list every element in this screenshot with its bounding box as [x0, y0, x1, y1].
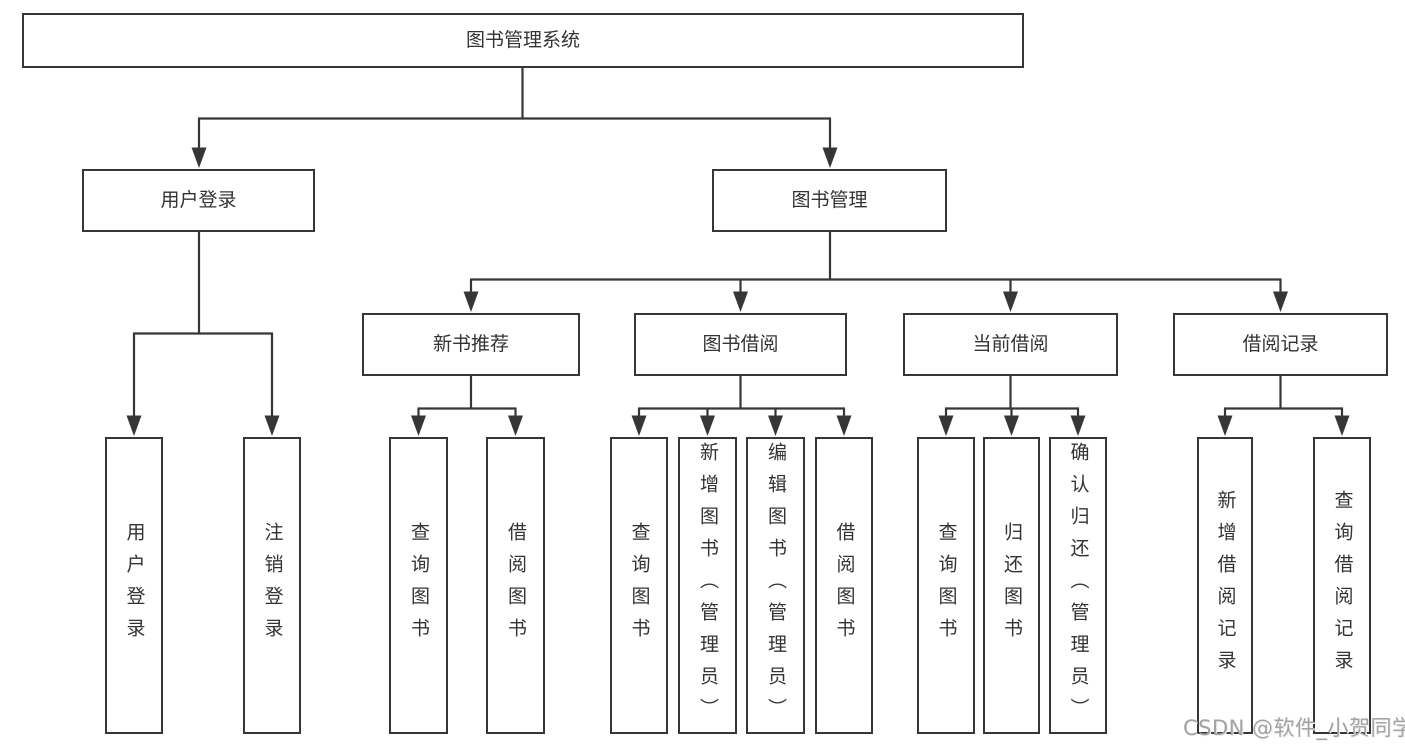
- leaf-add-books-admin: 新增图书（管理员）: [678, 437, 737, 734]
- leaf-logout: 注销登录: [243, 437, 301, 734]
- node-label: 编辑图书（管理员）: [764, 441, 787, 730]
- leaf-borrow-books: 借阅图书: [815, 437, 873, 734]
- node-borrowing-records: 借阅记录: [1173, 313, 1388, 376]
- csdn-watermark: CSDN @软件_小贺同学: [1183, 716, 1405, 740]
- node-label: 当前借阅: [972, 333, 1049, 355]
- node-library-management-system: 图书管理系统: [22, 13, 1024, 68]
- node-book-borrowing: 图书借阅: [634, 313, 847, 376]
- node-current-borrowing: 当前借阅: [903, 313, 1118, 376]
- leaf-confirm-return-admin: 确认归还（管理员）: [1049, 437, 1107, 734]
- node-label: 借阅图书: [833, 521, 856, 650]
- node-label: 新增借阅记录: [1214, 489, 1237, 682]
- node-label: 图书管理: [791, 189, 868, 211]
- leaf-query-books-current: 查询图书: [917, 437, 975, 734]
- node-label: 图书管理系统: [465, 29, 580, 51]
- node-user-login: 用户登录: [82, 169, 315, 232]
- leaf-query-books-recommend: 查询图书: [389, 437, 448, 734]
- node-label: 借阅图书: [504, 521, 527, 650]
- node-label: 用户登录: [123, 521, 146, 650]
- leaf-query-borrow-record: 查询借阅记录: [1313, 437, 1371, 734]
- leaf-add-borrow-record: 新增借阅记录: [1197, 437, 1253, 734]
- node-label: 查询借阅记录: [1331, 489, 1354, 682]
- node-label: 用户登录: [160, 189, 237, 211]
- leaf-borrow-books-recommend: 借阅图书: [486, 437, 545, 734]
- leaf-edit-books-admin: 编辑图书（管理员）: [746, 437, 805, 734]
- node-label: 查询图书: [628, 521, 651, 650]
- node-label: 归还图书: [1000, 521, 1023, 650]
- leaf-query-books-borrow: 查询图书: [610, 437, 668, 734]
- node-label: 新增图书（管理员）: [696, 441, 719, 730]
- node-label: 查询图书: [407, 521, 430, 650]
- node-label: 借阅记录: [1242, 333, 1319, 355]
- leaf-user-login: 用户登录: [105, 437, 163, 734]
- node-label: 确认归还（管理员）: [1067, 441, 1090, 730]
- leaf-return-books: 归还图书: [983, 437, 1040, 734]
- node-book-management: 图书管理: [712, 169, 947, 232]
- node-label: 注销登录: [261, 521, 284, 650]
- node-label: 图书借阅: [702, 333, 779, 355]
- node-new-book-recommendation: 新书推荐: [362, 313, 580, 376]
- node-label: 新书推荐: [432, 333, 509, 355]
- node-label: 查询图书: [935, 521, 958, 650]
